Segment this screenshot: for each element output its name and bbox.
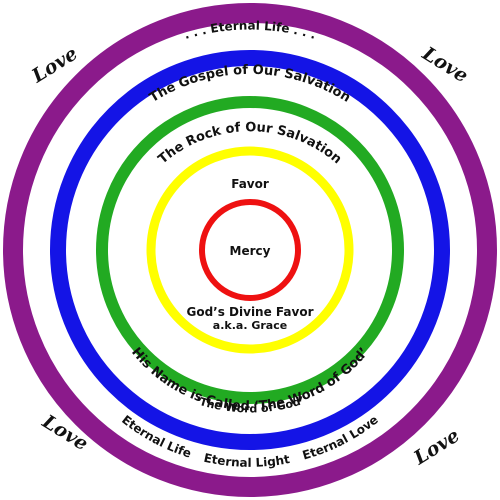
eternal-light-label: Eternal Light [203,451,292,470]
ring-yellow [146,146,354,354]
divine-favor-label: God’s Divine Favor [186,305,313,319]
rock-label: The Rock of Our Salvation [156,120,345,167]
ring-blue [50,50,450,450]
aka-grace-label: a.k.a. Grace [213,319,287,332]
ring-green [96,96,404,404]
ring-red [199,199,301,301]
favor-label: Favor [231,177,269,191]
mercy-label: Mercy [230,244,271,258]
ring-purple [3,3,497,497]
